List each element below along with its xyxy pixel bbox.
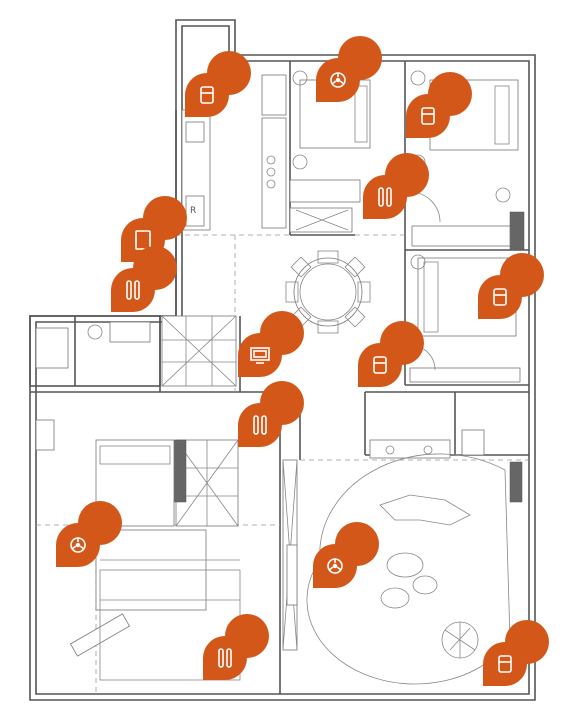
sensor-pin-smoke-bedroom[interactable] [316,36,382,102]
motion-sensor-icon [493,288,507,306]
pin-marker [203,614,269,680]
pin-marker [238,311,304,377]
motion-sensor-icon [373,356,387,374]
bedroom-north [289,70,371,233]
sensor-pin-display-living[interactable] [238,311,304,377]
door-contact-icon [378,187,392,207]
sensor-pin-contact-bath[interactable] [238,381,304,447]
sensor-pin-motion-dining[interactable] [358,321,424,387]
bathroom-west [35,321,151,451]
sensor-pin-motion-bedroom-e[interactable] [478,253,544,319]
door-contact-icon [126,280,140,300]
sensor-pins [56,36,549,686]
sensor-pin-contact-master[interactable] [203,614,269,680]
closets [161,315,298,651]
sensor-pin-contact-entry[interactable] [111,246,177,312]
keypad-icon [135,230,151,250]
pin-marker [316,36,382,102]
door-contact-icon [253,415,267,435]
tv-display-icon [250,347,270,364]
pin-marker [185,51,251,117]
motion-sensor-icon [421,107,435,125]
sensor-pin-keypad-entry[interactable] [121,196,187,262]
pin-marker [111,246,177,312]
refrigerator-label: R [190,206,196,216]
sensor-pin-smoke-lounge[interactable] [313,522,379,588]
sensor-pin-contact-hall[interactable] [363,153,429,219]
pin-marker [238,381,304,447]
pin-marker [121,196,187,262]
master-bedroom [69,439,241,681]
sensor-pin-motion-kitchen[interactable] [185,51,251,117]
sensor-pin-motion-bedroom-ne[interactable] [406,72,472,138]
bathroom-middle [369,429,523,503]
smoke-detector-icon [330,72,346,88]
motion-sensor-icon [200,86,214,104]
smoke-detector-icon [327,558,343,574]
smoke-detector-icon [70,537,86,553]
dining-table [285,250,371,334]
kitchen: R [181,74,287,231]
pin-marker [483,620,549,686]
door-contact-icon [218,648,232,668]
sensor-pin-motion-lounge[interactable] [483,620,549,686]
pin-marker [363,153,429,219]
motion-sensor-icon [498,655,512,673]
sensor-pin-smoke-master[interactable] [56,501,122,567]
